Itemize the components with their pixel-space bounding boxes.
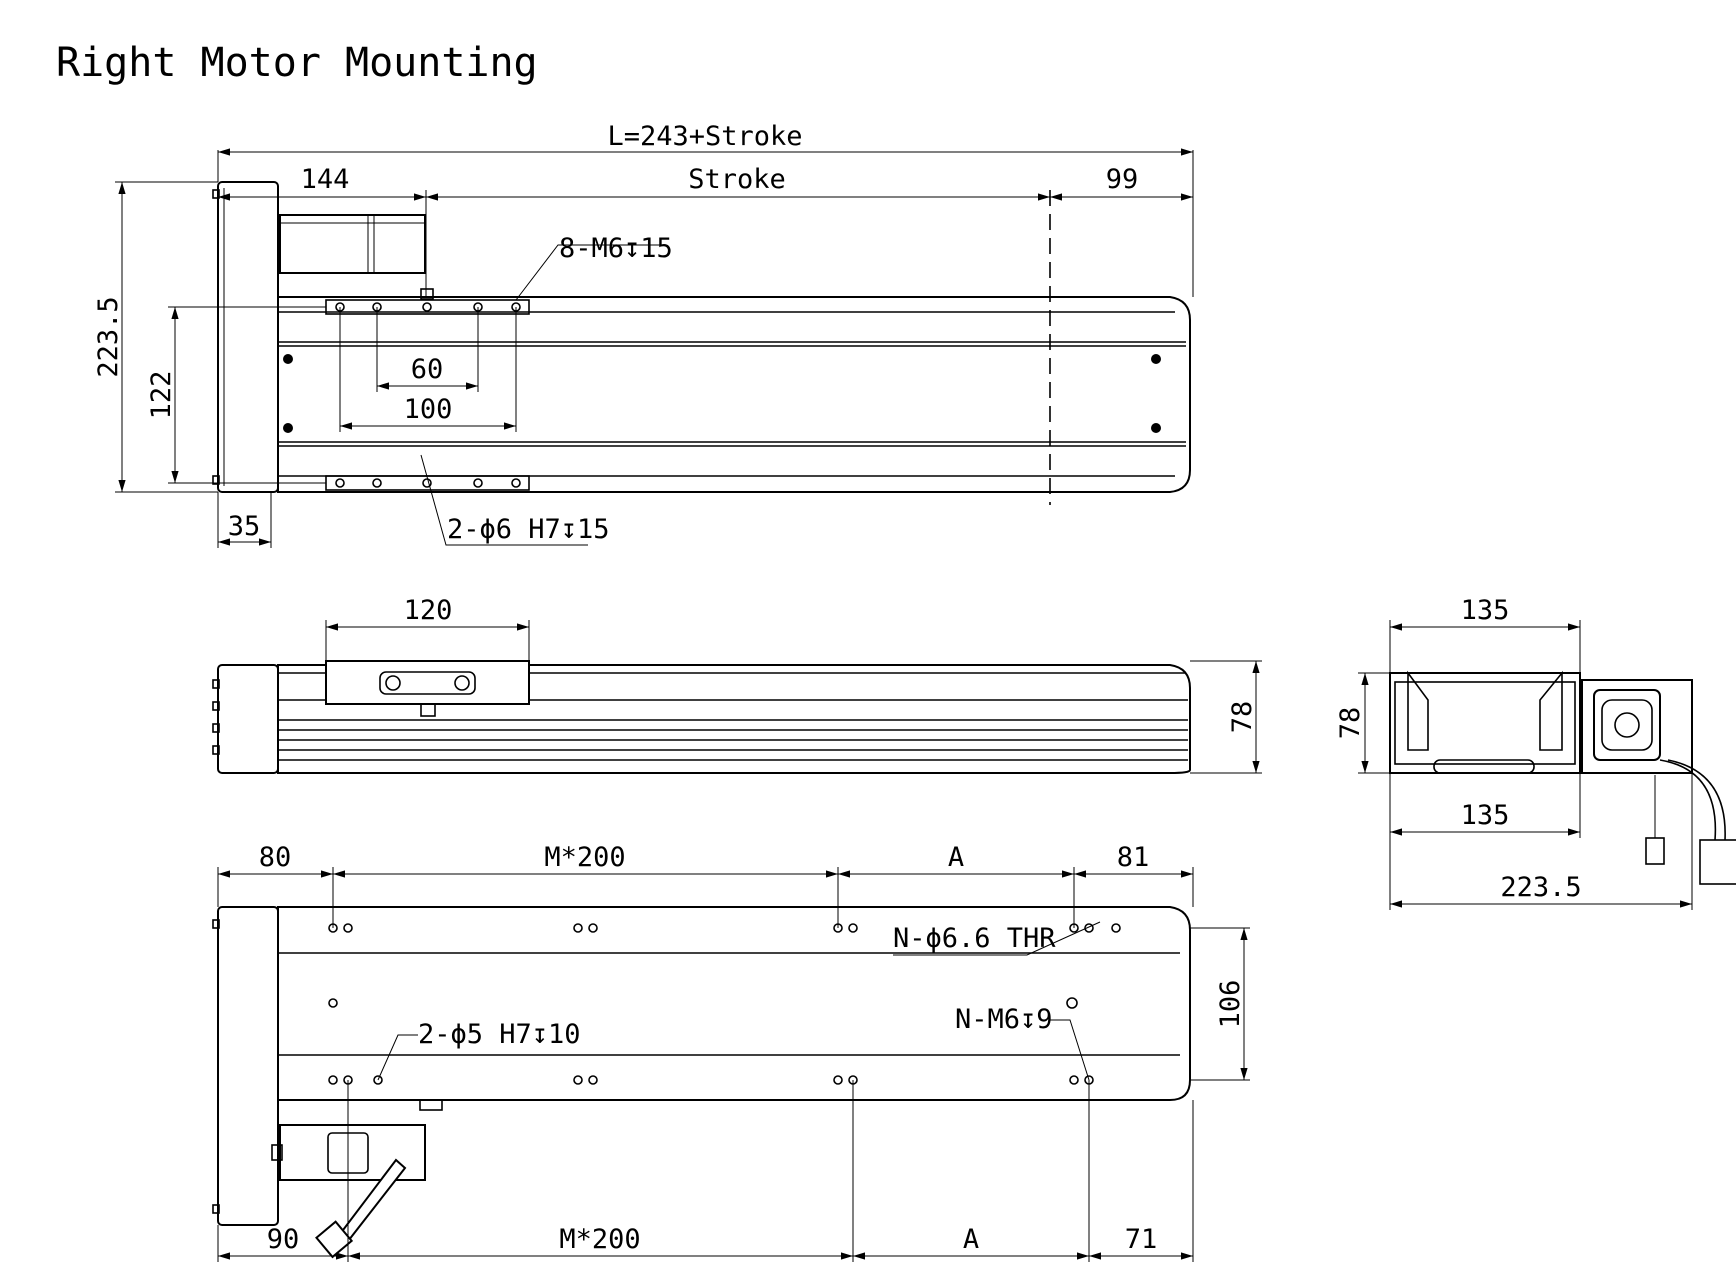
- dim-height-inner: 122: [146, 371, 177, 420]
- dim-bottom-a-bottom: A: [963, 1224, 979, 1255]
- dim-right-offset: 99: [1106, 164, 1139, 195]
- callout-pin-holes-bottom: 2-ϕ5 H7↧10: [418, 1019, 581, 1050]
- dim-hole-spacing-60: 60: [411, 354, 444, 385]
- callout-pin-holes: 2-ϕ6 H7↧15: [447, 514, 610, 545]
- dim-stroke: Stroke: [688, 164, 786, 195]
- callout-thread-holes: 8-M6↧15: [559, 233, 673, 264]
- bottom-view: 80 M*200 A 81 N-ϕ6.6 THR N-M6↧9 2-ϕ5 H7↧…: [212, 842, 1250, 1262]
- dim-left-offset: 144: [301, 164, 350, 195]
- callout-thread-holes-bottom: N-M6↧9: [955, 1004, 1053, 1035]
- top-view: L=243+Stroke 144 Stroke 99 223.5 122 60 …: [93, 121, 1194, 548]
- dim-end-overall-width: 223.5: [1500, 872, 1581, 903]
- dim-end-height: 78: [1335, 707, 1366, 740]
- page-title: Right Motor Mounting: [56, 40, 538, 86]
- dim-carriage-length: 120: [404, 595, 453, 626]
- dim-overall-length: L=243+Stroke: [607, 121, 802, 152]
- side-view: 120 78: [212, 595, 1262, 774]
- end-view: 135 78 135 223.5: [1335, 595, 1736, 910]
- callout-through-holes: N-ϕ6.6 THR: [893, 923, 1056, 954]
- dim-bottom-pitch-top: M*200: [544, 842, 625, 873]
- dim-height-total: 223.5: [93, 296, 124, 377]
- dim-end-width: 35: [228, 511, 261, 542]
- dim-bottom-left-top: 80: [259, 842, 292, 873]
- dim-end-width-bottom: 135: [1461, 800, 1510, 831]
- dim-end-width-top: 135: [1461, 595, 1510, 626]
- dim-bottom-right-bottom: 71: [1125, 1224, 1158, 1255]
- dim-bottom-right-top: 81: [1117, 842, 1150, 873]
- dim-bottom-pitch-bottom: M*200: [559, 1224, 640, 1255]
- dim-side-height: 78: [1227, 701, 1258, 734]
- dim-bottom-a-top: A: [948, 842, 964, 873]
- dim-bottom-width: 106: [1215, 980, 1246, 1029]
- dim-hole-spacing-100: 100: [404, 394, 453, 425]
- dim-bottom-left-bottom: 90: [267, 1224, 300, 1255]
